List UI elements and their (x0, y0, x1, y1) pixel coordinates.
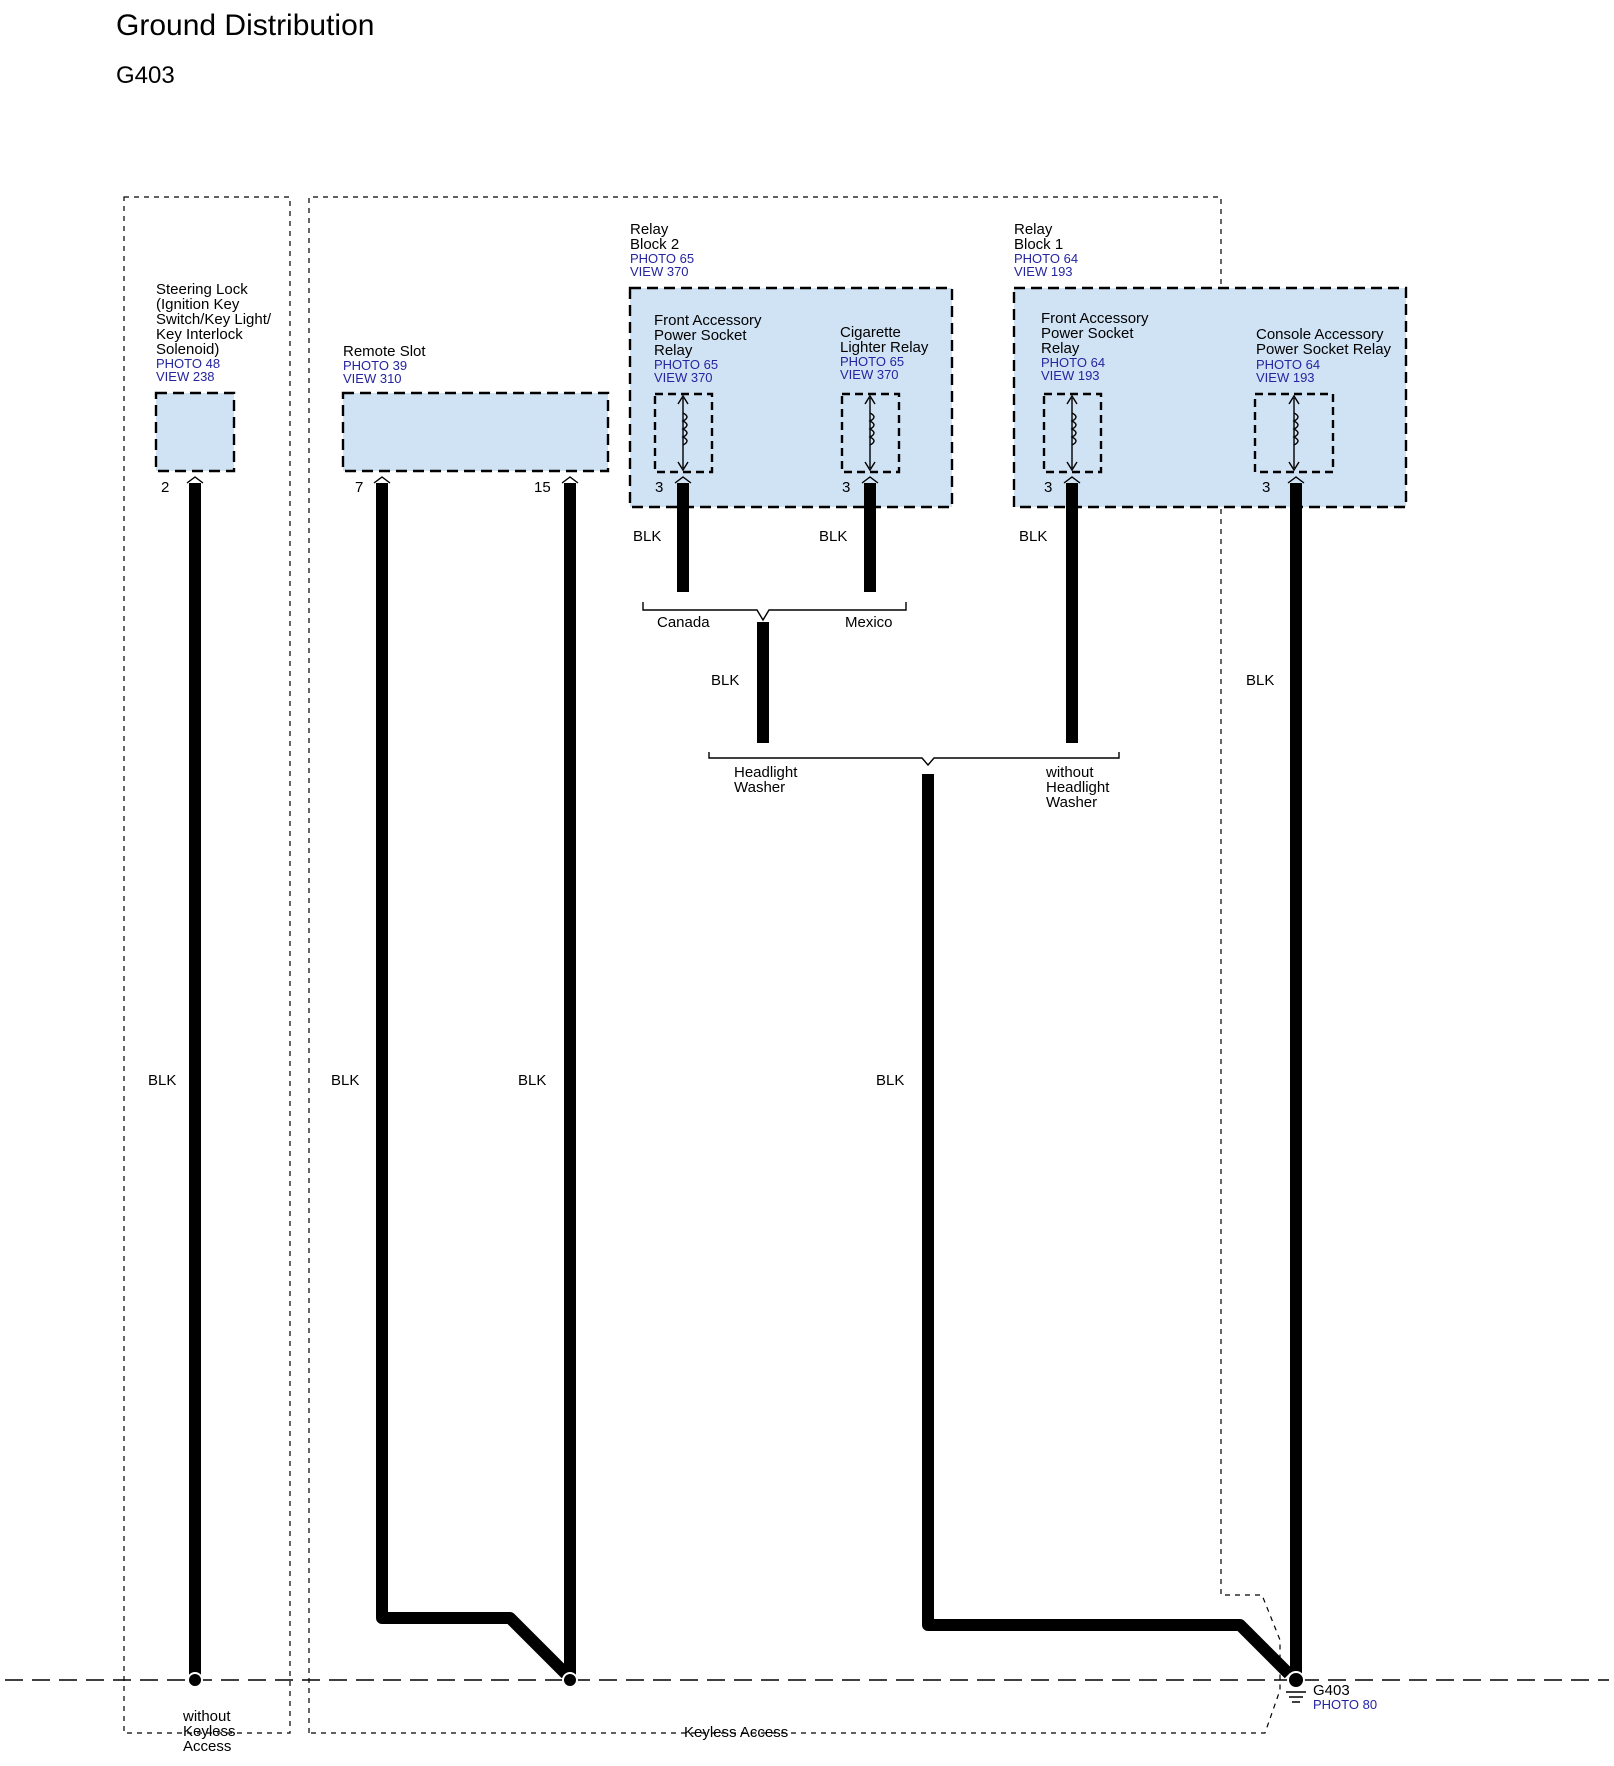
relay-view: VIEW 370 (840, 367, 899, 382)
option-without-keyless-3: Access (183, 1738, 231, 1755)
wire-color-label: BLK (819, 528, 847, 545)
region-without-keyless (123, 196, 291, 1734)
relay-name: Power Socket (654, 327, 747, 344)
option-without-headlight-washer-3: Washer (1046, 794, 1097, 811)
pin-label: 3 (1044, 479, 1052, 496)
wire-color-label: BLK (1246, 672, 1274, 689)
relay-block-2-name-1: Relay (630, 221, 669, 238)
steering-lock-view: VIEW 238 (156, 369, 215, 384)
relay-photo: PHOTO 65 (840, 354, 904, 369)
relay-symbol-front-accessory-rb1 (1042, 392, 1103, 474)
remote-slot-box (341, 391, 610, 473)
relay-block-1-name-1: Relay (1014, 221, 1053, 238)
bracket-headlight-washer (708, 752, 1120, 767)
steering-lock-name-5: Solenoid) (156, 341, 219, 358)
relay-name: Relay (654, 342, 693, 359)
remote-slot-name: Remote Slot (343, 343, 426, 360)
option-headlight-washer-1: Headlight (734, 764, 798, 781)
option-mexico: Mexico (845, 614, 893, 631)
wire-relay-trunk (922, 774, 1294, 1679)
wire-color-label: BLK (633, 528, 661, 545)
option-without-keyless-2: Keyless (183, 1723, 236, 1740)
wire-remote-slot-7 (376, 483, 571, 1679)
relay-symbol-front-accessory-rb2 (653, 392, 714, 474)
steering-lock-photo: PHOTO 48 (156, 356, 220, 371)
pin-label: 3 (655, 479, 663, 496)
bracket-canada-mexico (642, 602, 907, 622)
relay-block-1-name-2: Block 1 (1014, 236, 1063, 253)
relay-block-2-view: VIEW 370 (630, 264, 689, 279)
pin-contacts (186, 476, 1305, 484)
wire-color-label: BLK (331, 1072, 359, 1089)
relay-view: VIEW 370 (654, 370, 713, 385)
option-without-headlight-washer-1: without (1045, 764, 1094, 781)
ground-photo: PHOTO 80 (1313, 1697, 1377, 1712)
splice-point (187, 1672, 203, 1688)
splice-point (562, 1672, 578, 1688)
remote-slot-view: VIEW 310 (343, 371, 402, 386)
relay-name: Cigarette (840, 324, 901, 341)
option-without-keyless-1: without (182, 1708, 231, 1725)
relay-block-1-view: VIEW 193 (1014, 264, 1073, 279)
relay-photo: PHOTO 64 (1041, 355, 1105, 370)
remote-slot-photo: PHOTO 39 (343, 358, 407, 373)
relay-block-1-photo: PHOTO 64 (1014, 251, 1078, 266)
relay-view: VIEW 193 (1041, 368, 1100, 383)
relay-block-2-photo: PHOTO 65 (630, 251, 694, 266)
relay-name: Front Accessory (1041, 310, 1149, 327)
wire-color-label: BLK (1019, 528, 1047, 545)
wire-color-label: BLK (148, 1072, 176, 1089)
option-without-headlight-washer-2: Headlight (1046, 779, 1110, 796)
relay-name: Power Socket (1041, 325, 1134, 342)
ground-name: G403 (1313, 1682, 1350, 1699)
relay-photo: PHOTO 64 (1256, 357, 1320, 372)
relay-block-2-name-2: Block 2 (630, 236, 679, 253)
relay-name: Console Accessory (1256, 326, 1384, 343)
relay-block-1-box (1012, 286, 1408, 509)
pin-label: 3 (842, 479, 850, 496)
steering-lock-name-1: Steering Lock (156, 281, 248, 298)
page-title: Ground Distribution (116, 9, 374, 42)
pin-label: 15 (534, 479, 551, 496)
ground-terminal (1287, 1671, 1305, 1689)
pin-label: 7 (355, 479, 363, 496)
pin-label: 3 (1262, 479, 1270, 496)
relay-name: Relay (1041, 340, 1080, 357)
wire-color-label: BLK (711, 672, 739, 689)
page-subtitle: G403 (116, 62, 175, 89)
relay-symbol-console-accessory (1253, 392, 1335, 474)
steering-lock-box (154, 391, 236, 473)
relay-name: Front Accessory (654, 312, 762, 329)
region-keyless (308, 196, 1281, 1734)
relay-name: Lighter Relay (840, 339, 929, 356)
relay-symbol-cigarette-lighter (840, 392, 901, 474)
option-headlight-washer-2: Washer (734, 779, 785, 796)
steering-lock-name-2: (Ignition Key (156, 296, 240, 313)
pin-label: 2 (161, 479, 169, 496)
wire-color-label: BLK (876, 1072, 904, 1089)
ground-icon (1286, 1691, 1306, 1703)
steering-lock-name-3: Switch/Key Light/ (156, 311, 272, 328)
wire-color-label: BLK (518, 1072, 546, 1089)
relay-name: Power Socket Relay (1256, 341, 1392, 358)
steering-lock-name-4: Key Interlock (156, 326, 243, 343)
relay-view: VIEW 193 (1256, 370, 1315, 385)
option-canada: Canada (657, 614, 710, 631)
relay-photo: PHOTO 65 (654, 357, 718, 372)
option-keyless: Keyless Access (684, 1724, 788, 1741)
